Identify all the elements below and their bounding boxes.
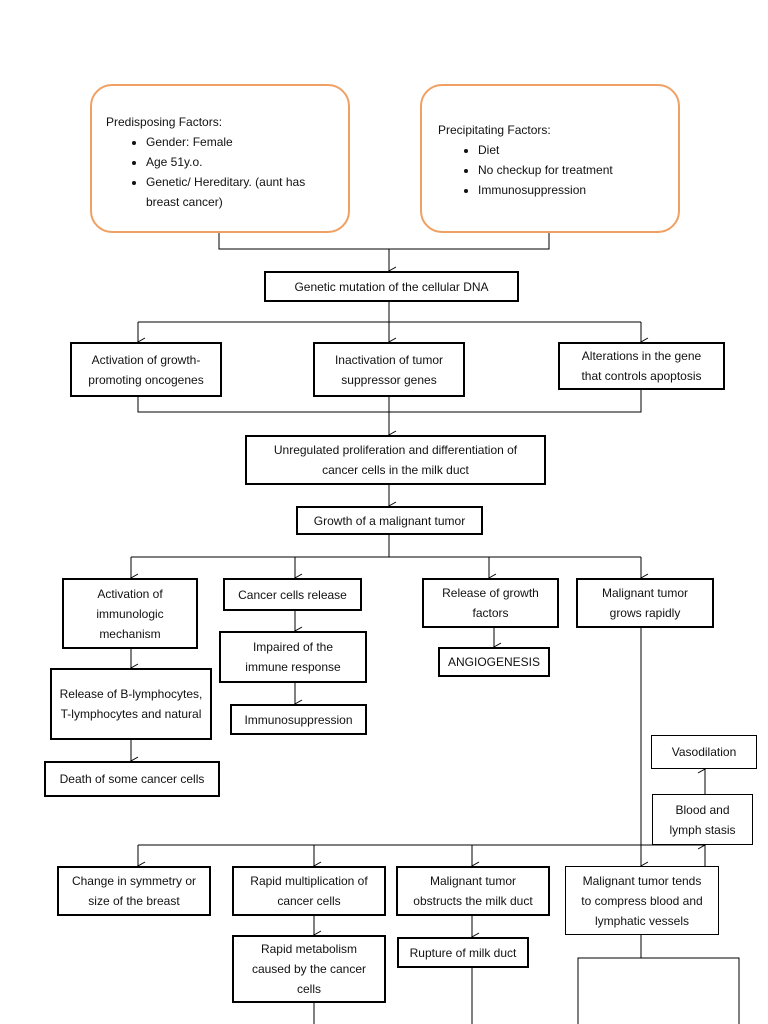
node-inactivation-suppressor: Inactivation of tumor suppressor genes <box>313 342 465 397</box>
node-release-lymphocytes: Release of B-lymphocytes, T-lymphocytes … <box>50 668 212 740</box>
node-change-symmetry: Change in symmetry or size of the breast <box>57 866 211 916</box>
predisposing-item: Age 51y.o. <box>146 152 338 172</box>
node-alterations-apoptosis: Alterations in the gene that controls ap… <box>558 342 725 390</box>
node-obstructs-duct: Malignant tumor obstructs the milk duct <box>396 866 550 916</box>
predisposing-item: Genetic/ Hereditary. (aunt has breast ca… <box>146 172 338 212</box>
precipitating-item: Diet <box>478 140 668 160</box>
node-genetic-mutation: Genetic mutation of the cellular DNA <box>264 271 519 302</box>
node-vasodilation: Vasodilation <box>651 735 757 769</box>
node-rupture-duct: Rupture of milk duct <box>397 937 529 968</box>
precipitating-item: No checkup for treatment <box>478 160 668 180</box>
node-immunosuppression: Immunosuppression <box>230 704 367 735</box>
node-activation-oncogenes: Activation of growth-promoting oncogenes <box>70 342 222 397</box>
node-growth-malignant-tumor: Growth of a malignant tumor <box>296 506 483 535</box>
node-grows-rapidly: Malignant tumor grows rapidly <box>576 578 714 628</box>
node-impaired-immune: Impaired of the immune response <box>219 631 367 683</box>
node-cancer-cells-release: Cancer cells release <box>223 578 362 611</box>
precipitating-item: Immunosuppression <box>478 180 668 200</box>
node-compress-vessels: Malignant tumor tends to compress blood … <box>565 866 719 935</box>
node-blood-lymph-stasis: Blood and lymph stasis <box>652 794 753 845</box>
predisposing-title: Predisposing Factors: <box>106 115 223 129</box>
node-death-cancer-cells: Death of some cancer cells <box>44 761 220 797</box>
node-unregulated-proliferation: Unregulated proliferation and differenti… <box>245 435 546 485</box>
precipitating-factors-box: Precipitating Factors: Diet No checkup f… <box>420 84 680 233</box>
node-angiogenesis: ANGIOGENESIS <box>438 647 550 677</box>
node-rapid-multiplication: Rapid multiplication of cancer cells <box>232 866 386 916</box>
predisposing-factors-box: Predisposing Factors: Gender: Female Age… <box>90 84 350 233</box>
precipitating-list: Diet No checkup for treatment Immunosupp… <box>438 140 668 200</box>
node-activation-immunologic: Activation of immunologic mechanism <box>62 578 198 649</box>
predisposing-item: Gender: Female <box>146 132 338 152</box>
predisposing-list: Gender: Female Age 51y.o. Genetic/ Hered… <box>106 132 338 212</box>
precipitating-title: Precipitating Factors: <box>438 123 551 137</box>
node-rapid-metabolism: Rapid metabolism caused by the cancer ce… <box>232 935 386 1003</box>
node-release-growth-factors: Release of growth factors <box>422 578 559 628</box>
